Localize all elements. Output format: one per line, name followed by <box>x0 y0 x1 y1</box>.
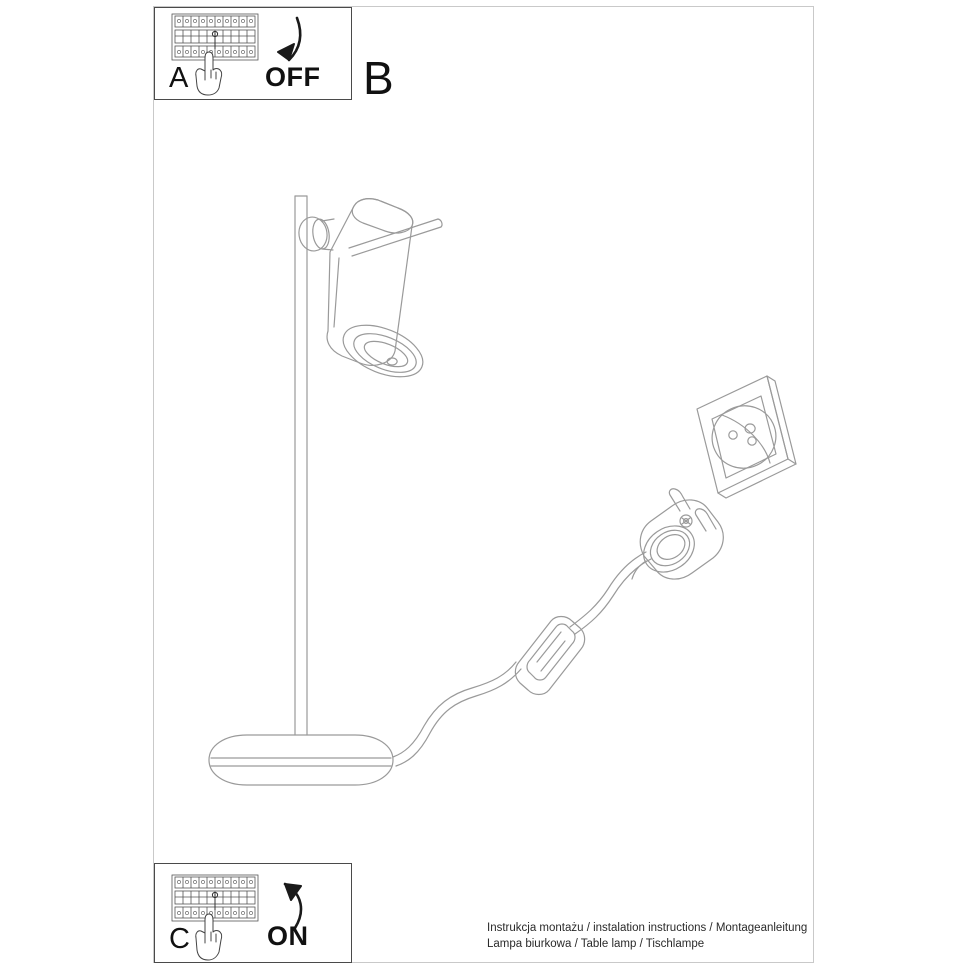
step-word-off: OFF <box>265 62 321 92</box>
page-frame-top <box>153 6 814 7</box>
circuit-breaker-panel-icon <box>171 13 259 61</box>
step-letter-b: B <box>363 52 394 104</box>
page-frame-right <box>813 6 814 963</box>
step-word-on: ON <box>267 921 309 951</box>
page-frame-bottom <box>153 962 814 963</box>
footer-line-2: Lampa biurkowa / Table lamp / Tischlampe <box>487 938 705 950</box>
lamp-head <box>326 198 424 378</box>
footer-caption: Instrukcja montażu / instalation instruc… <box>487 920 807 952</box>
inline-switch <box>514 615 586 696</box>
power-cable <box>392 551 652 767</box>
page-frame-left <box>153 6 154 963</box>
arrow-down-icon <box>277 16 302 62</box>
lamp-base <box>208 734 394 786</box>
power-plug <box>631 488 724 580</box>
pointing-hand-icon <box>195 51 223 96</box>
footer-line-1: Instrukcja montażu / instalation instruc… <box>487 922 808 934</box>
arrow-up-icon <box>283 882 303 930</box>
pointing-hand-icon <box>195 913 223 961</box>
lamp-hinge <box>298 216 335 252</box>
lamp-head-pin <box>348 218 443 257</box>
wall-socket <box>696 375 797 499</box>
lamp-pole <box>294 195 308 736</box>
step-panel-c: C ON <box>154 863 352 963</box>
step-letter-c: C <box>169 923 190 955</box>
step-panel-a: A OFF <box>154 7 352 100</box>
step-letter-a: A <box>169 62 189 94</box>
